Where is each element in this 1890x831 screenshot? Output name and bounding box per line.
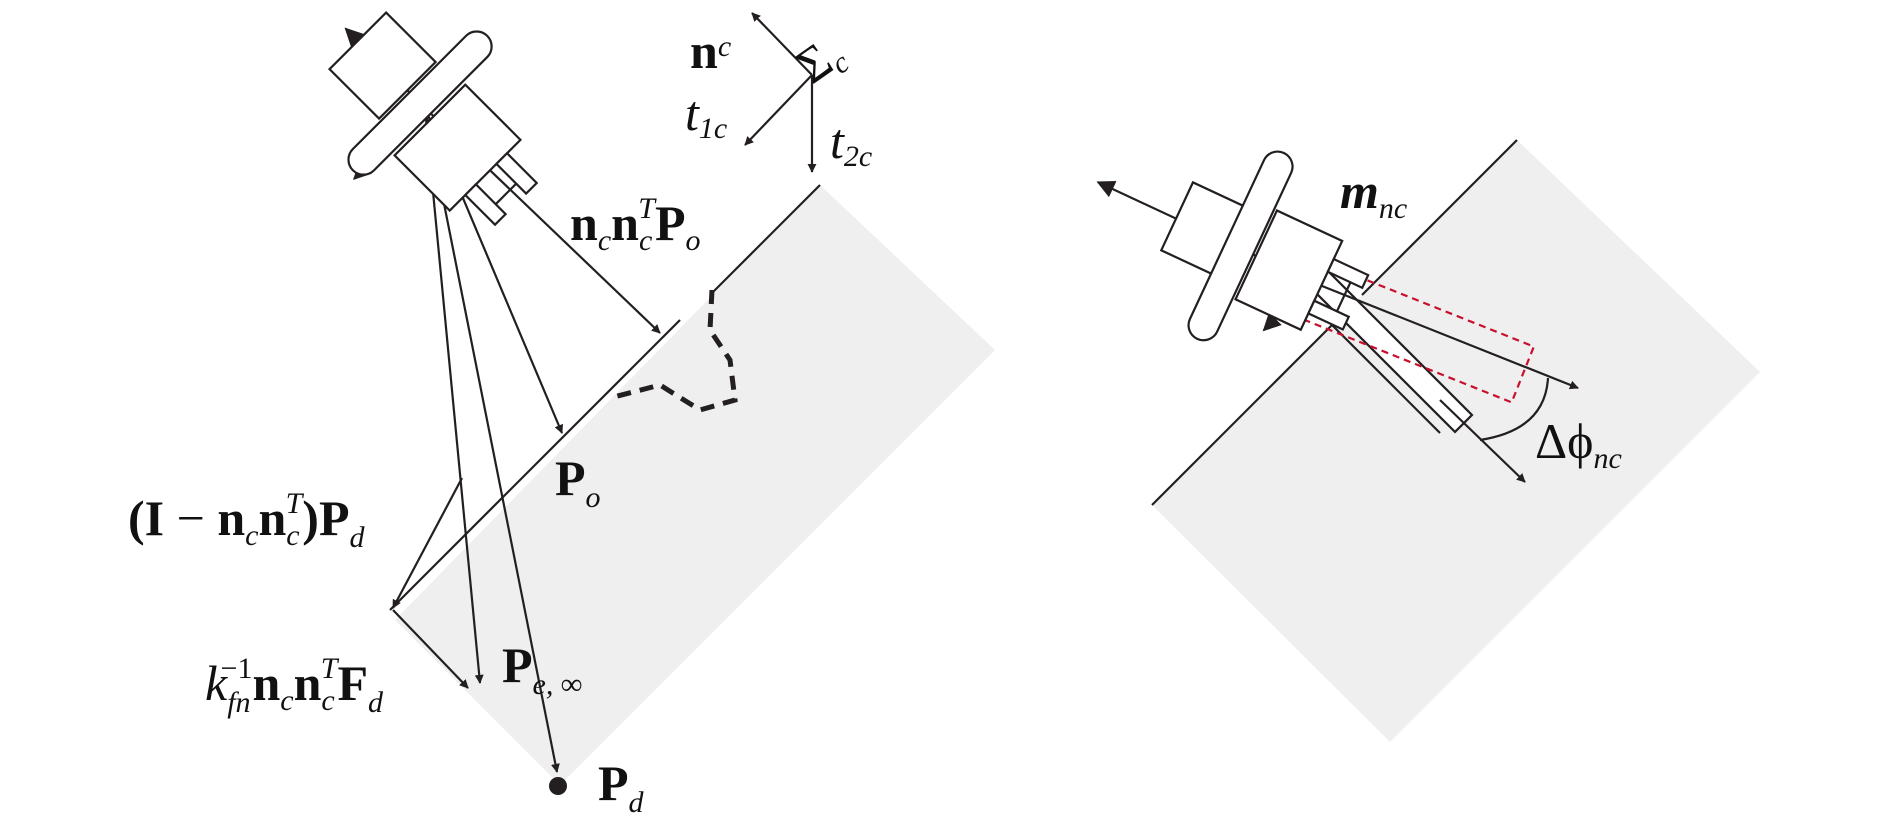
label-projection: (I − ncncT)Pd [128, 487, 366, 554]
left-panel [327, 10, 995, 795]
label-sigma-c: Σc [786, 24, 855, 97]
angle-arc-dphi [1479, 377, 1550, 442]
right-tool-icon [1096, 150, 1370, 342]
right-surface-lower [1151, 324, 1333, 506]
arrow-Pe [423, 107, 484, 684]
label-Po: Po [555, 450, 601, 514]
left-dashed-boundary [609, 289, 738, 413]
label-kfn: kfn−1ncncTFd [205, 652, 384, 719]
label-nnTPo: ncncTPo [570, 192, 701, 257]
arrow-mnc [1311, 280, 1579, 390]
left-contact-surface-upper [712, 184, 821, 293]
right-panel [1096, 139, 1760, 742]
coordinate-frame [744, 12, 817, 173]
left-tool-icon [327, 10, 539, 227]
left-environment-region [395, 185, 995, 785]
arrow-normal [1439, 399, 1526, 483]
label-nc: nc [690, 23, 731, 79]
label-t1c: t1c [685, 85, 727, 145]
label-Pd: Pd [598, 755, 645, 819]
left-contact-surface [389, 319, 681, 611]
label-dphi: Δϕnc [1535, 413, 1622, 475]
right-environment-region [1152, 140, 1760, 742]
arrow-kfn [392, 609, 469, 689]
label-Pe: Pe, ∞ [502, 637, 582, 701]
right-surface-upper [1361, 139, 1518, 296]
arrow-projection [392, 477, 463, 609]
arrow-Pd [423, 107, 560, 773]
label-mnc: mnc [1340, 163, 1407, 225]
target-point-Pd [549, 777, 567, 795]
label-t2c: t2c [830, 113, 872, 173]
